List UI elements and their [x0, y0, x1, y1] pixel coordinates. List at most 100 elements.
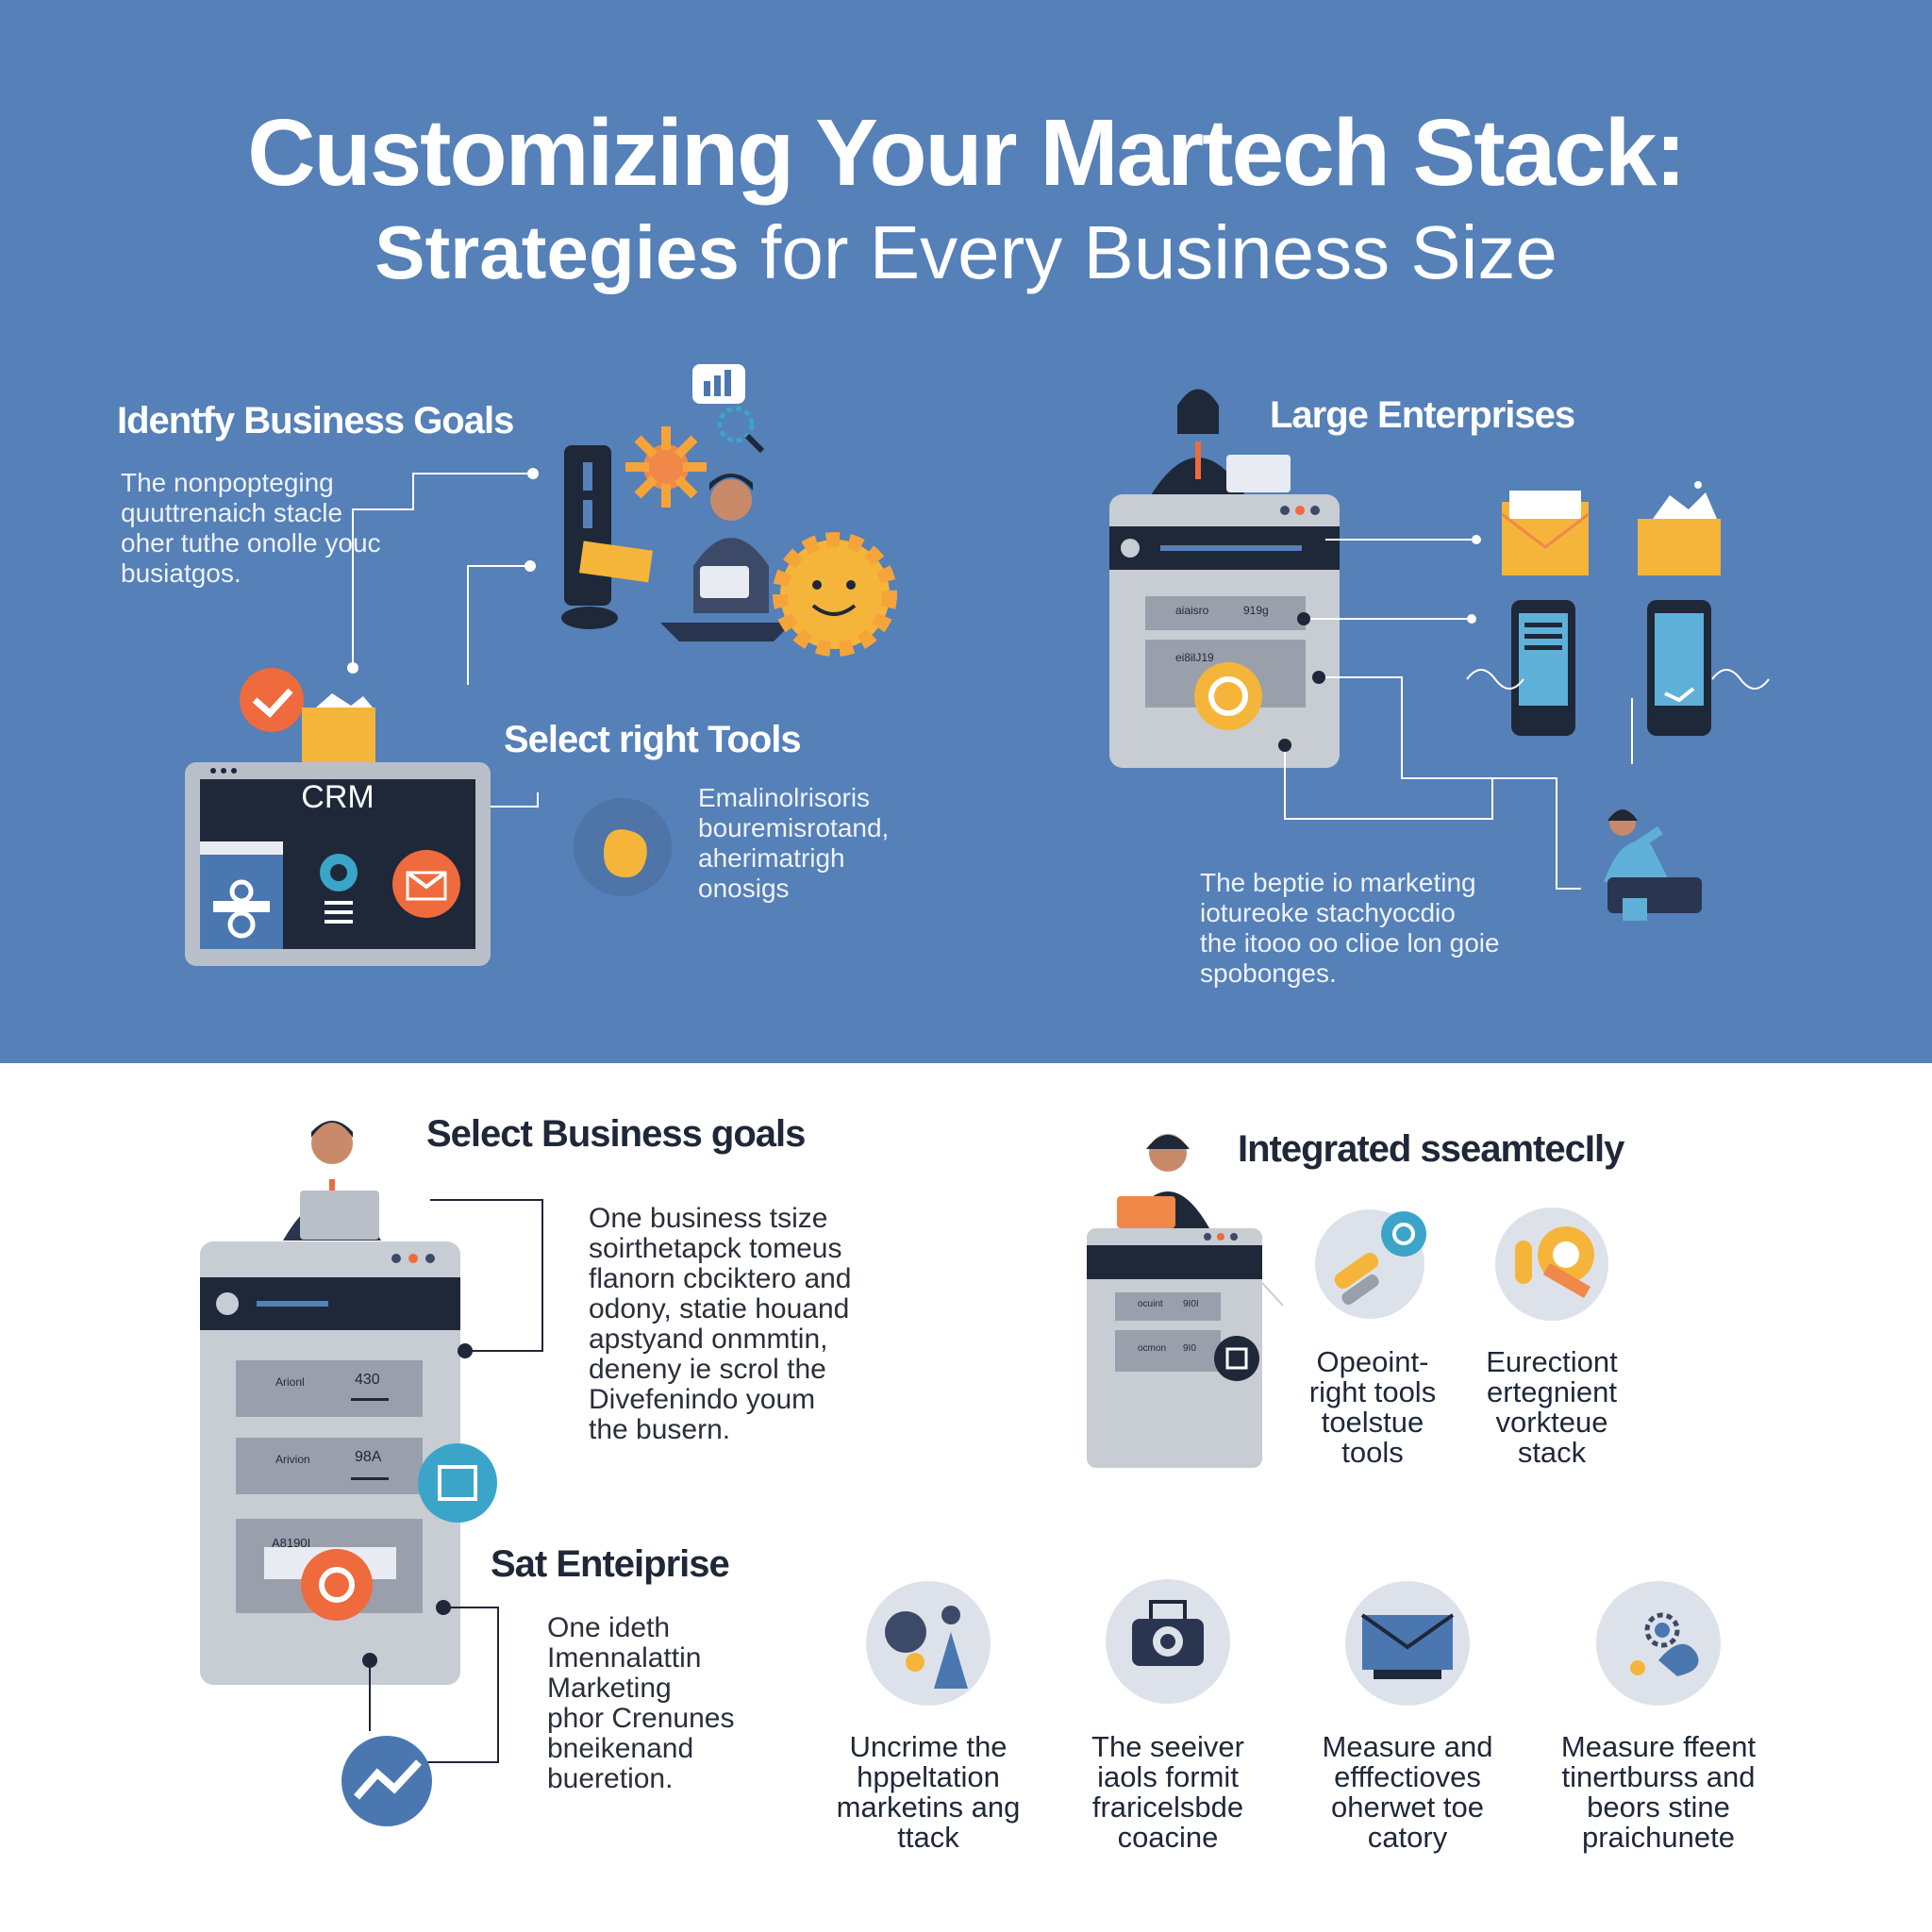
enterprise-text-line: iotureoke stachyocdio: [1200, 898, 1456, 927]
enterprise-heading: Large Enterprises: [1270, 394, 1575, 436]
goals-text: The nonpopteging quuttrenaich stacle ohe…: [121, 468, 423, 589]
caption-line: tinertburss and: [1561, 1760, 1756, 1793]
sat-text-line: Marketing: [547, 1673, 672, 1704]
enterprise-panel-label: aiaisro: [1175, 604, 1209, 617]
email-icon: [1345, 1581, 1470, 1706]
caption-line: Measure ffeent: [1560, 1730, 1757, 1763]
tools-text-line: onosigs: [698, 874, 790, 903]
enterprise-text-line: The beptie io marketing: [1200, 868, 1476, 897]
caption-line: vorkteue: [1495, 1406, 1608, 1439]
business-panel-label: Arionl: [275, 1375, 305, 1389]
location-badge-icon: [301, 1549, 373, 1621]
business-panel-value: 430: [355, 1372, 380, 1388]
caption-line: The seeiver: [1091, 1730, 1244, 1763]
tools-icon: [1315, 1209, 1426, 1319]
team-icon: [866, 1581, 991, 1706]
enterprise-panel-label: ei8ilJ19: [1175, 651, 1214, 664]
business-text-line: the busern.: [589, 1414, 731, 1445]
sat-text-line: Imennalattin: [547, 1642, 702, 1674]
integrated-panel-label: ocmon: [1138, 1343, 1167, 1354]
integrated-caption-integration: Eurectiont ertegnient vorkteue stack: [1464, 1347, 1640, 1468]
connector-dot: [527, 468, 539, 479]
page-title: Customizing Your Martech Stack:: [247, 100, 1686, 206]
man-with-laptop-icon: [1117, 1134, 1209, 1228]
business-text-line: apstyand onmmtin,: [589, 1324, 828, 1355]
caption-line: ertegnient: [1487, 1375, 1617, 1408]
business-panel-value: 98A: [355, 1449, 382, 1465]
enterprise-text-line: the itooo oo clioe lon goie: [1200, 928, 1500, 958]
connector-dot: [1312, 533, 1325, 546]
caption-line: Measure and: [1322, 1730, 1493, 1763]
crm-label: CRM: [301, 779, 375, 815]
caption-line: fraricelsbde: [1091, 1790, 1244, 1824]
business-panel-label: Arivion: [275, 1453, 310, 1466]
tools-text: Emalinolrisoris bouremisrotand, aherimat…: [698, 783, 924, 904]
sat-text: One ideth Imennalattin Marketing phor Cr…: [547, 1613, 792, 1794]
goals-text-line: oher tuthe onolle youc: [121, 528, 381, 558]
subtitle-rest: for Every Business Size: [739, 210, 1557, 294]
sat-text-line: One ideth: [547, 1612, 671, 1643]
sat-text-line: bneikenand: [547, 1733, 694, 1764]
caption-line: toelstue: [1321, 1406, 1424, 1439]
goals-heading: Identfy Business Goals: [117, 400, 514, 441]
feature-caption-gear: Measure ffeent tinertburss and beors sti…: [1536, 1732, 1781, 1853]
connector-dot: [1297, 612, 1310, 625]
smartphone-icon: [1647, 600, 1770, 736]
subtitle-bold: Strategies: [375, 210, 740, 294]
feature-caption-email: Measure and efffectioves oherwet toe cat…: [1294, 1732, 1521, 1853]
server-tower-icon: [561, 445, 653, 629]
integrated-panel-value: 9I0: [1183, 1343, 1196, 1354]
business-text-line: deneny ie scrol the: [589, 1354, 826, 1385]
trend-chart-icon: [341, 1736, 432, 1826]
tools-text-line: aherimatrigh: [698, 843, 845, 873]
caption-line: Eurectiont: [1486, 1345, 1618, 1378]
page-subtitle: Strategies for Every Business Size: [0, 209, 1932, 296]
goals-text-line: The nonpopteging: [121, 468, 334, 497]
sat-text-line: phor Crenunes: [547, 1703, 735, 1734]
person-at-desk-icon: [1604, 809, 1702, 921]
connector-dot: [1312, 671, 1325, 684]
dashboard-badge-icon: [418, 1443, 497, 1523]
business-connectors: [369, 1199, 543, 1763]
caption-line: coacine: [1117, 1821, 1219, 1854]
integrated-panel-value: 9I0I: [1183, 1299, 1199, 1309]
smiling-gear-icon: [773, 532, 897, 657]
integration-icon: [1495, 1208, 1608, 1321]
gear-settings-icon: [1596, 1581, 1721, 1706]
chart-bubble-icon: [692, 364, 765, 454]
caption-line: stack: [1517, 1436, 1587, 1469]
enterprise-panel-value: 919g: [1243, 604, 1269, 617]
woman-with-laptop-icon: [1151, 389, 1291, 495]
connector-dot: [362, 1653, 377, 1668]
connector-dot: [1278, 739, 1291, 752]
business-text-line: odony, statie houand: [589, 1293, 850, 1324]
connector-dot: [347, 662, 358, 674]
tools-text-line: Emalinolrisoris: [698, 783, 871, 812]
business-text-line: One business tsize: [589, 1203, 828, 1234]
sun-gear-icon: [625, 426, 707, 508]
caption-line: iaols formit: [1097, 1760, 1239, 1793]
caption-line: Uncrime the: [849, 1730, 1008, 1763]
man-with-laptop-icon: [660, 474, 792, 641]
caption-line: marketins ang: [836, 1790, 1021, 1824]
printer-icon: [1106, 1579, 1230, 1704]
caption-line: catory: [1367, 1821, 1448, 1854]
feature-caption-team: Uncrime the hppeltation marketins ang tt…: [815, 1732, 1041, 1853]
caption-line: Opeoint-: [1316, 1345, 1429, 1378]
business-panel-label: A8190I: [272, 1536, 311, 1550]
business-text-line: soirthetapck tomeus: [589, 1233, 842, 1264]
man-with-laptop-icon: [283, 1121, 381, 1241]
sat-heading: Sat Enteiprise: [491, 1543, 730, 1585]
check-badge-icon: [240, 668, 304, 732]
business-text-line: flanorn cbciktero and: [589, 1263, 852, 1294]
goals-text-line: busiatgos.: [121, 558, 242, 588]
connector-dot: [1472, 535, 1481, 544]
envelope-icon: [1638, 481, 1721, 575]
envelope-icon: [302, 693, 375, 762]
integrated-heading: Integrated sseamtecIly: [1238, 1128, 1624, 1170]
caption-line: beors stine: [1587, 1790, 1730, 1824]
caption-line: tools: [1341, 1436, 1404, 1469]
connector-dot: [525, 560, 536, 572]
tools-text-line: bouremisrotand,: [698, 813, 890, 842]
